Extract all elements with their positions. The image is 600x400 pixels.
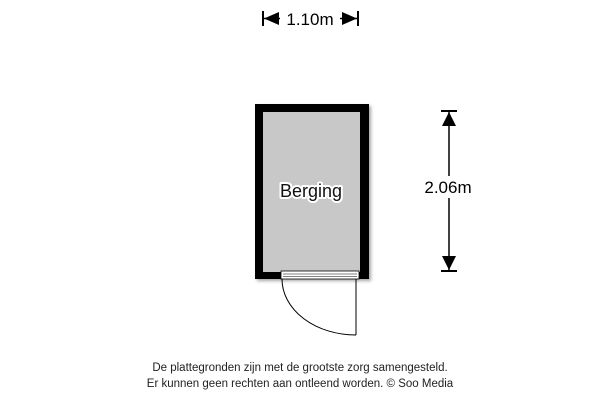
height-label: 2.06m	[424, 178, 471, 197]
width-label: 1.10m	[286, 10, 333, 29]
width-dimension: 1.10m	[262, 8, 359, 29]
disclaimer-line-2: Er kunnen geen rechten aan ontleend word…	[146, 378, 454, 390]
room-label: Berging	[280, 181, 342, 201]
room-floor	[263, 112, 360, 272]
height-dimension: 2.06m	[418, 110, 478, 272]
disclaimer-line-1: De plattegronden zijn met de grootste zo…	[152, 362, 448, 374]
door	[280, 270, 360, 336]
